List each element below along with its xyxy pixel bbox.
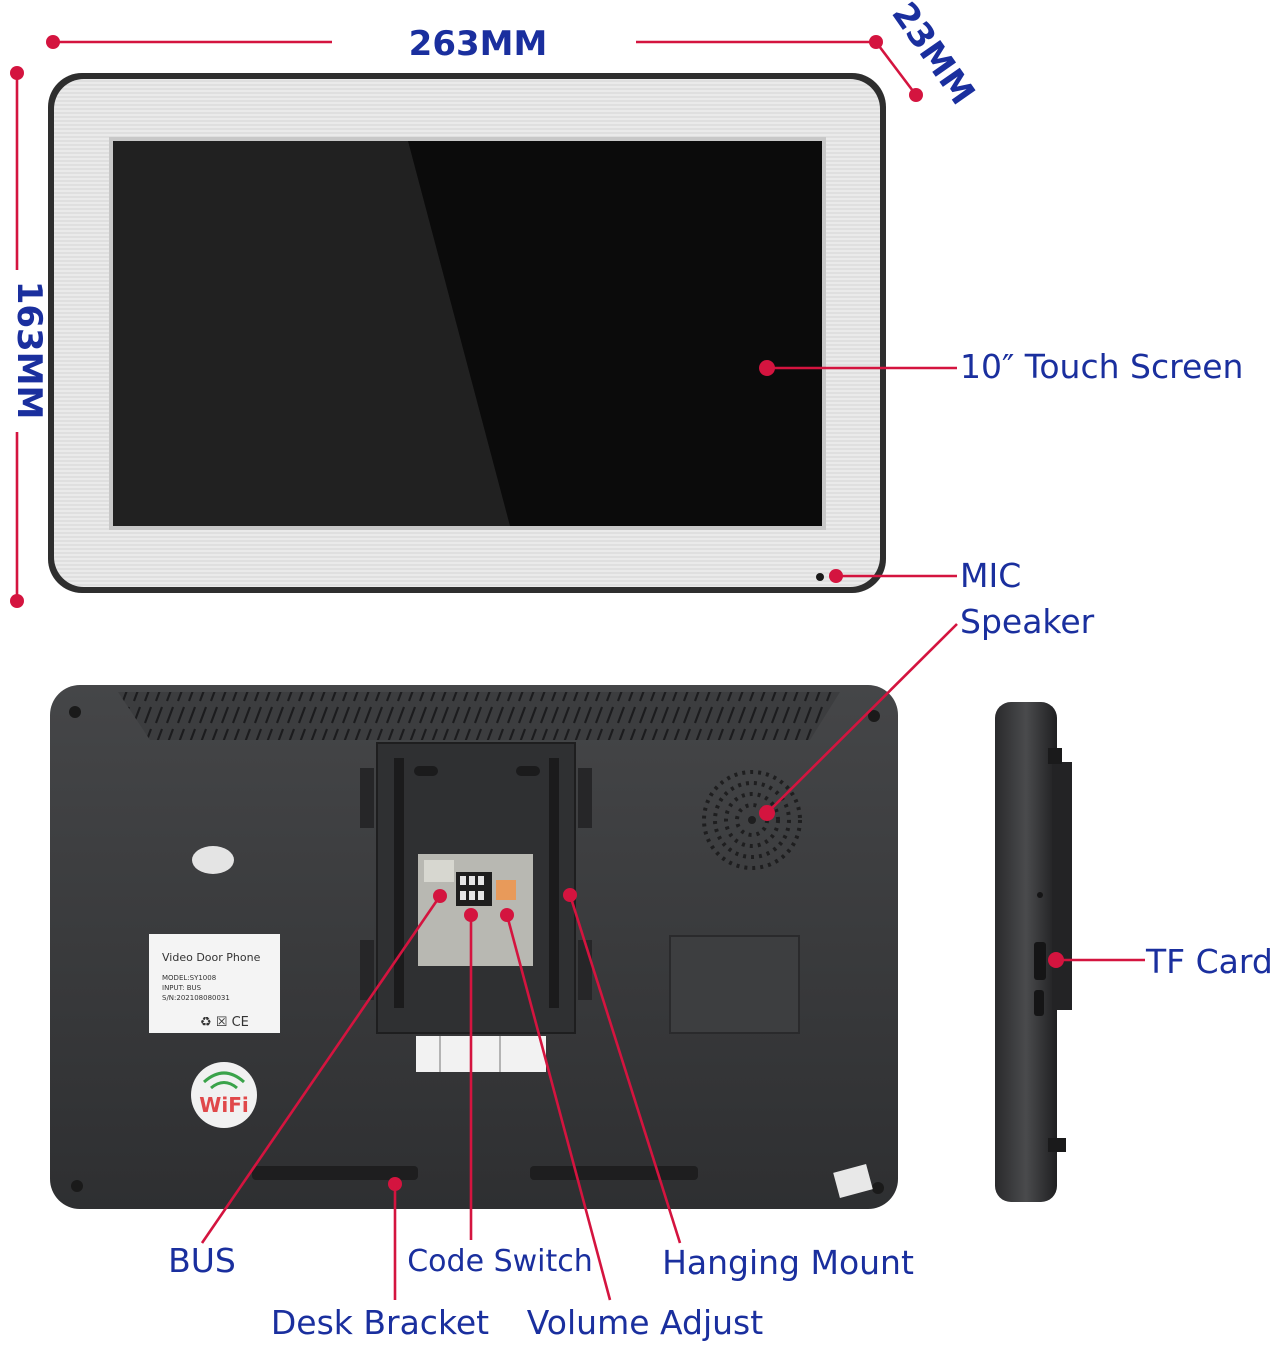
volume-knob xyxy=(496,880,516,900)
tf-card-label: TF Card xyxy=(1145,942,1273,981)
mount-hook-tl xyxy=(360,768,374,828)
sticker-cert-marks: ♻ ☒ CE xyxy=(200,1015,249,1030)
desk-bracket-slot-right xyxy=(530,1166,698,1180)
callout-bus: BUS xyxy=(168,889,447,1280)
hanging-mount-label: Hanging Mount xyxy=(662,1243,914,1282)
volume-adjust-label: Volume Adjust xyxy=(527,1303,763,1342)
wifi-logo-text: WiFi xyxy=(199,1093,248,1117)
height-label: 163MM xyxy=(9,281,49,420)
code-switch-label: Code Switch xyxy=(407,1244,593,1279)
screen-glare xyxy=(113,141,510,526)
sticker-title: Video Door Phone xyxy=(162,951,261,964)
wiring-label xyxy=(416,1036,546,1072)
screw-bottom-right xyxy=(872,1182,884,1194)
mount-slot-left xyxy=(414,766,438,776)
touch-screen-label: 10″ Touch Screen xyxy=(960,347,1243,386)
recessed-panel xyxy=(669,935,800,1034)
mount-rail-left xyxy=(394,758,404,1008)
screw-top-right xyxy=(868,710,880,722)
qc-sticker xyxy=(833,1164,873,1198)
side-housing xyxy=(995,702,1057,1202)
back-view: Video Door Phone MODEL:SY1008 INPUT: BUS… xyxy=(50,685,898,1209)
screw-bottom-left xyxy=(71,1180,83,1192)
bus-label: BUS xyxy=(168,1241,236,1280)
depth-dimension: 23MM xyxy=(874,0,983,112)
callout-code-switch: Code Switch xyxy=(407,908,593,1279)
mount-hook-tr xyxy=(578,768,592,828)
side-button xyxy=(1034,990,1044,1016)
ventilation-grille xyxy=(118,692,840,740)
callout-touch-screen: 10″ Touch Screen xyxy=(759,347,1243,386)
bus-connector xyxy=(424,860,454,882)
callout-desk-bracket: Desk Bracket xyxy=(271,1177,489,1342)
mount-hook-br xyxy=(578,940,592,1000)
mount-slot-right xyxy=(516,766,540,776)
side-mount-bracket xyxy=(1052,762,1072,1010)
height-dimension: 163MM xyxy=(9,66,49,608)
mount-rail-right xyxy=(549,758,559,1008)
mount-hook-bl xyxy=(360,940,374,1000)
desk-bracket-slot-left xyxy=(252,1166,418,1180)
front-view xyxy=(48,73,886,593)
width-dimension: 263MM xyxy=(46,24,883,64)
sticker-serial: S/N:202108080031 xyxy=(162,994,230,1002)
callout-hanging-mount: Hanging Mount xyxy=(563,888,914,1282)
round-logo-sticker xyxy=(192,846,234,874)
mic-hole xyxy=(816,573,824,581)
callout-mic: MIC xyxy=(829,556,1021,595)
callout-volume-adjust: Volume Adjust xyxy=(500,908,763,1342)
side-view xyxy=(995,702,1072,1202)
tf-card-slot xyxy=(1034,942,1046,980)
callout-speaker: Speaker xyxy=(759,602,1095,821)
callout-tf-card: TF Card xyxy=(1048,942,1273,981)
wifi-icon xyxy=(202,1071,246,1084)
mic-label: MIC xyxy=(960,556,1021,595)
depth-label: 23MM xyxy=(884,0,983,112)
sticker-model: MODEL:SY1008 xyxy=(162,974,216,982)
product-sticker xyxy=(149,934,280,1033)
desk-bracket-label: Desk Bracket xyxy=(271,1303,489,1342)
sticker-input: INPUT: BUS xyxy=(162,984,202,992)
speaker-label: Speaker xyxy=(960,602,1095,641)
screw-top-left xyxy=(69,706,81,718)
width-label: 263MM xyxy=(409,24,548,64)
